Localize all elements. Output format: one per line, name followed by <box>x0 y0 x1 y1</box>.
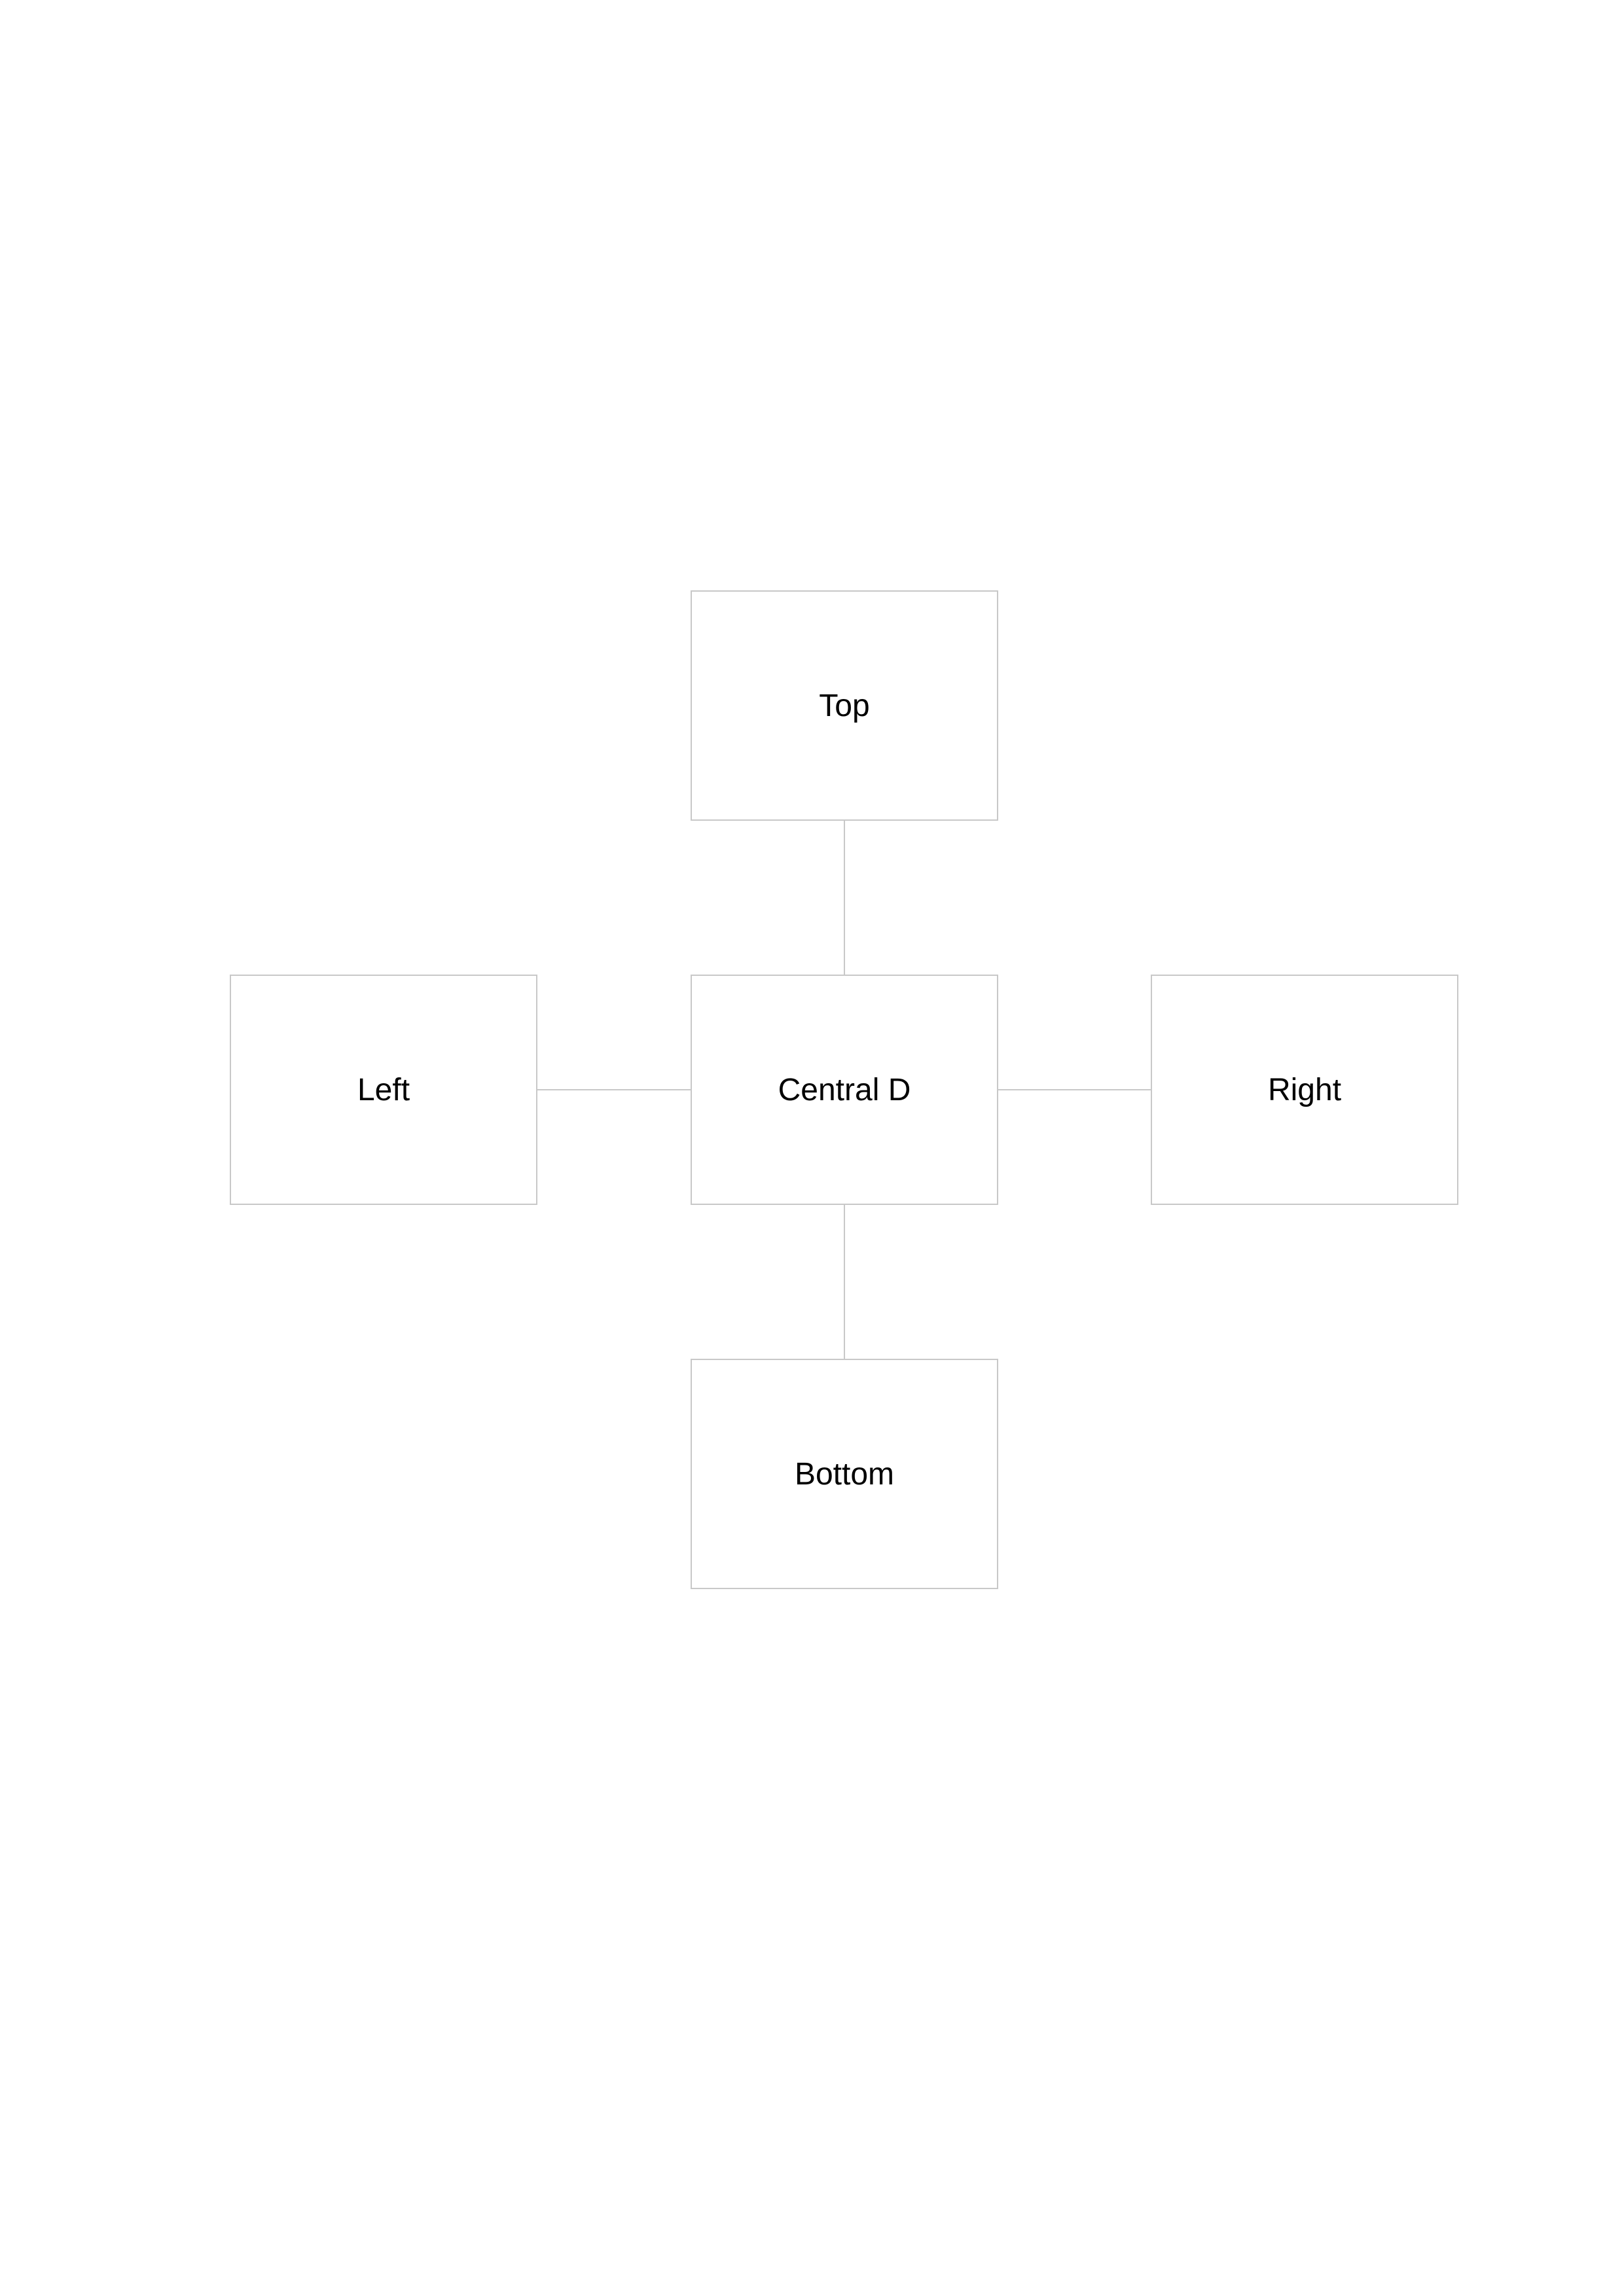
node-left-label: Left <box>357 1072 410 1107</box>
node-bottom[interactable]: Bottom <box>691 1359 998 1589</box>
node-central[interactable]: Central D <box>691 975 998 1205</box>
edge-central-to-right <box>998 1089 1151 1090</box>
edge-top-to-central <box>844 821 845 975</box>
node-left[interactable]: Left <box>230 975 537 1205</box>
node-top-label: Top <box>819 688 870 723</box>
node-right[interactable]: Right <box>1151 975 1458 1205</box>
node-right-label: Right <box>1267 1072 1342 1107</box>
edge-central-to-bottom <box>844 1205 845 1359</box>
node-central-label: Central D <box>778 1072 911 1107</box>
edge-left-to-central <box>537 1089 691 1090</box>
node-top[interactable]: Top <box>691 590 998 821</box>
node-bottom-label: Bottom <box>794 1456 895 1492</box>
